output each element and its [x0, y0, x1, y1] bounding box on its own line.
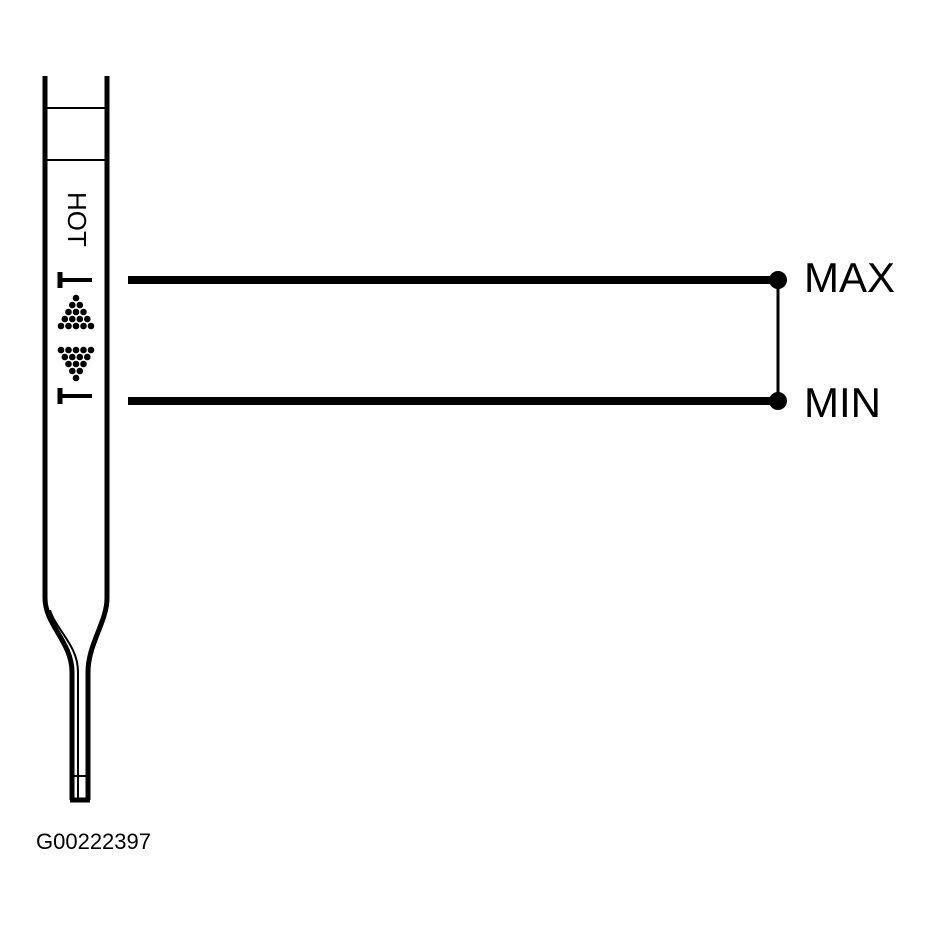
dot [87, 322, 95, 330]
dot [80, 322, 87, 330]
dot [65, 308, 72, 316]
max-endpoint-dot [769, 271, 787, 289]
dot [61, 315, 69, 323]
dot [72, 308, 80, 316]
dot [80, 308, 87, 316]
dipstick-neck-crease [49, 609, 79, 798]
dot [65, 346, 72, 354]
dot [69, 367, 76, 375]
triangle-dots-up-icon [57, 294, 95, 330]
max-label: MAX [804, 254, 895, 301]
dot [69, 315, 76, 323]
dot [84, 353, 91, 361]
min-label: MIN [804, 379, 881, 426]
dot [61, 353, 69, 361]
dot [72, 374, 80, 382]
dot [69, 353, 76, 361]
min-endpoint-dot [769, 392, 787, 410]
dot [57, 322, 65, 330]
dipstick [42, 76, 110, 803]
dot [76, 367, 84, 375]
dot [65, 322, 72, 330]
dot [87, 346, 95, 354]
dot [76, 315, 84, 323]
dot [72, 346, 80, 354]
dot [72, 360, 80, 368]
triangle-dots-down-icon [57, 346, 95, 382]
dipstick-right-wall [85, 76, 110, 800]
dot [72, 322, 80, 330]
hot-label: HOT [62, 192, 92, 247]
dot [76, 353, 84, 361]
dipstick-left-wall [42, 76, 75, 800]
dot [80, 360, 87, 368]
dot [65, 360, 72, 368]
dot [69, 301, 76, 309]
dot [76, 301, 84, 309]
dot [80, 346, 87, 354]
dot [84, 315, 91, 323]
figure-id-label: G00222397 [36, 829, 151, 854]
dot [57, 346, 65, 354]
dot [72, 294, 80, 302]
